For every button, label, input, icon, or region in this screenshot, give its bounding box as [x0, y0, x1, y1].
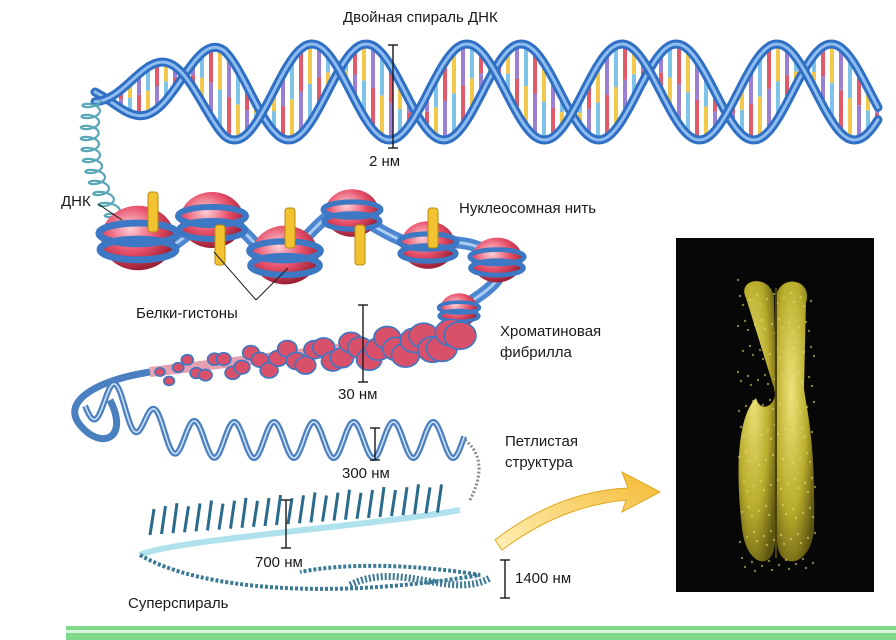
loop-structure: [75, 372, 479, 500]
label-supercoil-width: 700 нм: [255, 553, 303, 572]
label-loop-structure-line1: Петлистая: [505, 432, 578, 451]
chromosome-image: [676, 238, 874, 592]
label-supercoil: Суперспираль: [128, 594, 228, 613]
label-dna: ДНК: [61, 192, 91, 211]
dna-double-helix: [95, 44, 878, 140]
label-loop-structure-line2: структура: [505, 453, 573, 472]
supercoil: [140, 484, 490, 589]
label-nucleosome-string: Нуклеосомная нить: [459, 199, 596, 218]
label-dna-width: 2 нм: [369, 152, 400, 171]
label-chromatin-fibril-line2: фибрилла: [500, 343, 572, 362]
label-chromosome-width: 1400 нм: [515, 569, 571, 588]
chromosome-photo: [676, 238, 874, 592]
chromatin-fibril: [150, 319, 476, 385]
transition-arrow: [495, 472, 660, 550]
dimension-markers: [281, 45, 510, 598]
label-dna-double-helix: Двойная спираль ДНК: [343, 8, 498, 27]
bottom-decorative-bar: [66, 626, 896, 640]
label-histone-proteins: Белки-гистоны: [136, 304, 238, 323]
label-loop-width: 300 нм: [342, 464, 390, 483]
label-chromatin-fibril-line1: Хроматиновая: [500, 322, 601, 341]
label-fibril-width: 30 нм: [338, 385, 377, 404]
